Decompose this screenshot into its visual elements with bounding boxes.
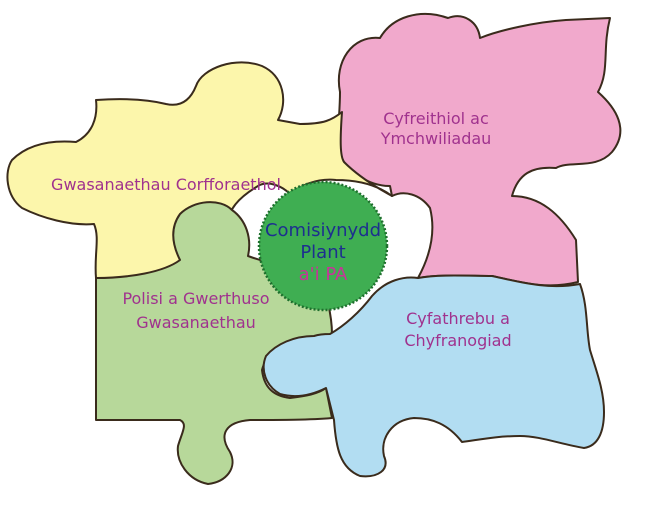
label-communications-line1: Cyfathrebu a [406, 309, 510, 328]
center-circle [257, 180, 389, 312]
center-label-line1: Comisiynydd [265, 220, 381, 241]
label-legal-line2: Ymchwiliadau [380, 129, 492, 148]
center-label-line2: Plant [300, 242, 345, 263]
label-policy-line1: Polisi a Gwerthuso [122, 289, 269, 308]
label-legal-line1: Cyfreithiol ac [383, 109, 489, 128]
piece-communications [262, 274, 605, 478]
label-communications-line2: Chyfranogiad [404, 331, 511, 350]
label-policy-line2: Gwasanaethau [136, 313, 256, 332]
label-corporate: Gwasanaethau Corfforaethol [51, 175, 281, 194]
piece-legal [337, 12, 622, 287]
center-label-line3: a'i PA [299, 264, 348, 285]
